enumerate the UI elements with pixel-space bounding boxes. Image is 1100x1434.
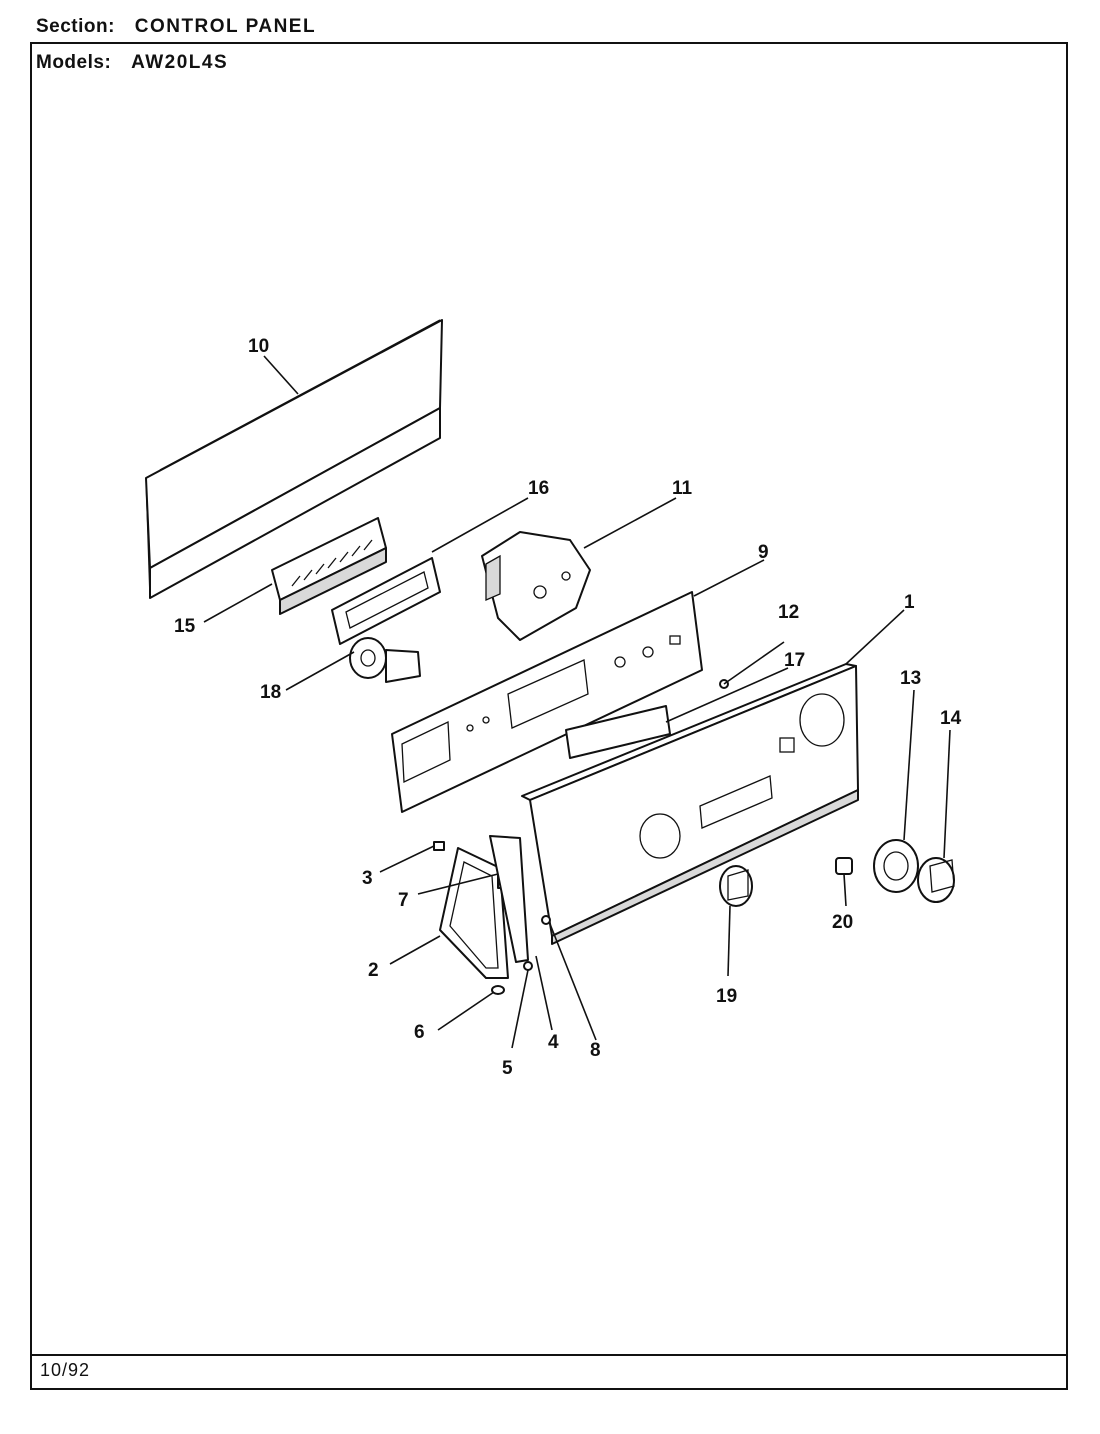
callout-8: 8 [590, 1040, 601, 1061]
part-10-rear-panel [145, 319, 443, 599]
callout-numbers: 10 16 11 9 1 12 17 15 18 13 14 3 7 2 6 5… [174, 336, 962, 1079]
models-value: AW20L4S [131, 52, 229, 73]
callout-15: 15 [174, 616, 196, 637]
section-value: CONTROL PANEL [134, 16, 317, 37]
diagram-frame [30, 42, 1068, 1390]
callout-10: 10 [248, 336, 269, 357]
callout-16: 16 [528, 478, 549, 499]
callout-13: 13 [900, 668, 921, 689]
part-14-knob [917, 857, 955, 903]
part-15-switch-block [271, 517, 387, 615]
callout-17: 17 [784, 650, 805, 671]
callout-12: 12 [778, 602, 799, 623]
part-8-fastener [541, 915, 551, 925]
callout-2: 2 [368, 960, 379, 981]
models-header: Models: AW20L4S [36, 52, 228, 74]
part-13-dial [873, 839, 919, 893]
part-18-timer [349, 637, 421, 683]
callout-11: 11 [672, 478, 693, 499]
callout-5: 5 [502, 1058, 513, 1079]
callout-3: 3 [362, 868, 373, 889]
part-5-fastener [523, 961, 533, 971]
part-3-screw [433, 841, 445, 851]
callout-14: 14 [940, 708, 962, 729]
part-4-trim-strip [489, 835, 529, 963]
callout-1: 1 [904, 592, 915, 613]
part-9-backing-plate [391, 591, 703, 813]
callout-6: 6 [414, 1022, 425, 1043]
leader-lines [203, 355, 951, 1049]
callout-20: 20 [832, 912, 853, 933]
callout-4: 4 [548, 1032, 559, 1053]
part-20-button [835, 857, 853, 875]
part-16-bracket [331, 557, 441, 645]
callout-9: 9 [758, 542, 769, 563]
part-17-window [565, 705, 671, 759]
part-11-housing [481, 531, 591, 641]
section-header: Section: CONTROL PANEL [36, 16, 316, 38]
section-label: Section: [36, 16, 115, 37]
callout-7: 7 [398, 890, 409, 911]
part-2-end-cap [439, 847, 509, 979]
callout-19: 19 [716, 986, 737, 1007]
models-label: Models: [36, 52, 112, 73]
part-19-knob [719, 865, 753, 907]
callout-18: 18 [260, 682, 281, 703]
revision-date: 10/92 [40, 1360, 91, 1380]
part-6-fastener [491, 985, 505, 995]
part-1-console [521, 663, 859, 945]
footer-divider [30, 1354, 1068, 1356]
